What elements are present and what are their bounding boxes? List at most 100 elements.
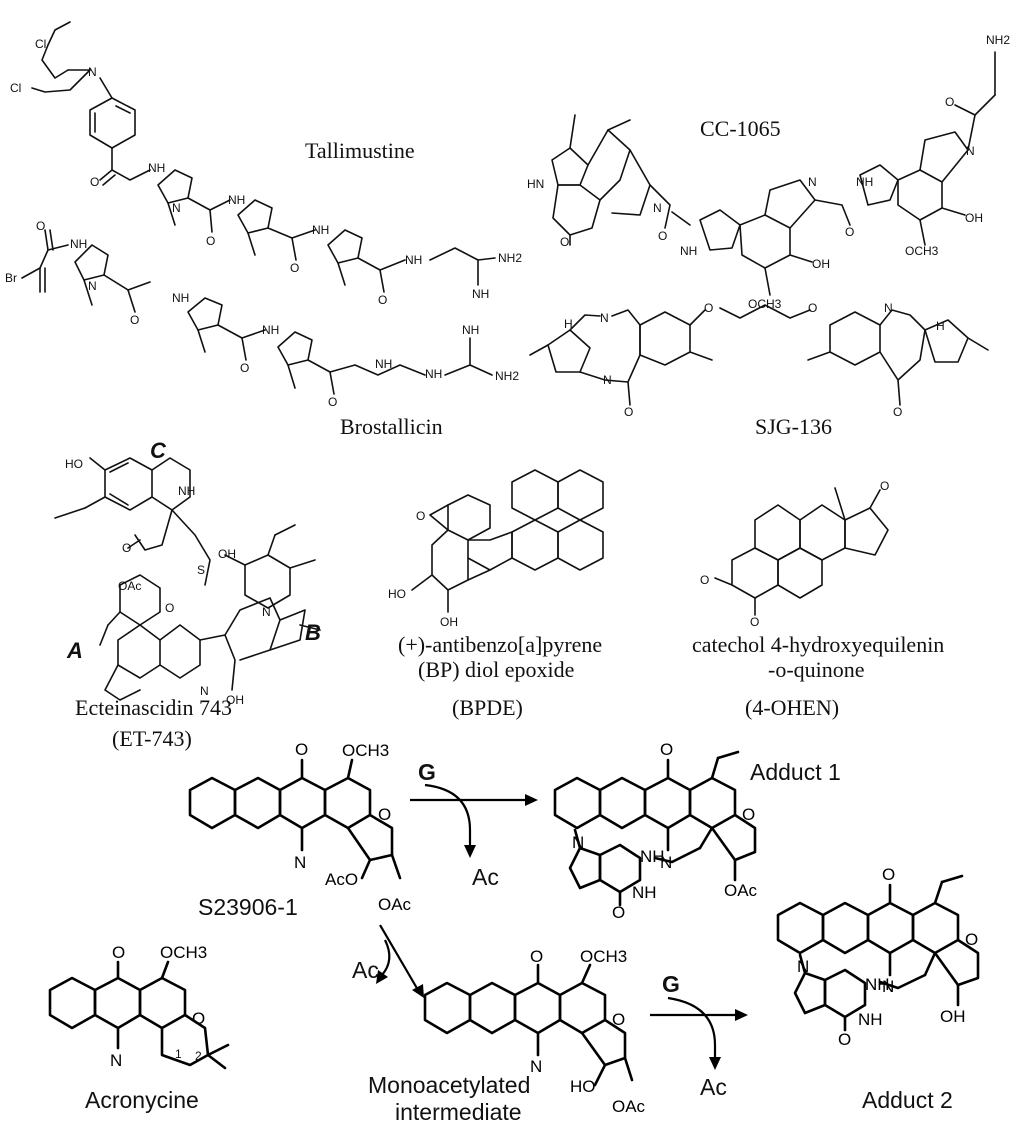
atom-cl-2: Cl <box>10 81 21 95</box>
s23906-label: S23906-1 <box>198 894 298 920</box>
monoacetylated-line1-label: Monoacetylated <box>368 1072 530 1098</box>
atom-ho-et: HO <box>65 457 83 471</box>
atom-nh2-tal: NH2 <box>498 251 522 265</box>
adduct2-structure <box>776 874 980 1032</box>
reagent-g-1: G <box>418 759 436 785</box>
atom-oac-add1: OAc <box>724 881 758 900</box>
atom-oh-et-1: OH <box>218 547 236 561</box>
atom-o-bro-2: O <box>240 361 249 375</box>
atom-o-cc-3: O <box>845 225 854 239</box>
atom-ho-bpde: HO <box>388 587 406 601</box>
atom-nh-add2-guan: NH <box>858 1010 883 1029</box>
bpde-line2-label: (BP) diol epoxide <box>418 657 574 682</box>
acronycine-label: Acronycine <box>85 1087 199 1113</box>
atom-n-add1: N <box>660 853 672 872</box>
monoacetylated-line2-label: intermediate <box>395 1099 522 1125</box>
atom-o-ohen-2: O <box>750 615 759 629</box>
atom-o-add1-ring: O <box>742 805 755 824</box>
atom-o-bro-1: O <box>130 313 139 327</box>
atom-oh-cc-1: OH <box>812 257 830 271</box>
cc1065-structure <box>551 94 996 296</box>
reagent-ac-2: Ac <box>352 957 379 983</box>
atom-n-cc-2: N <box>808 175 817 189</box>
atom-hn-cc: HN <box>527 177 544 191</box>
monoacetylated-structure <box>423 963 634 1087</box>
atom-o-mono-ring: O <box>612 1010 625 1029</box>
atom-nh-3: NH <box>312 223 329 237</box>
atom-o-sjg-2: O <box>704 301 713 315</box>
atom-o-mono: O <box>530 947 543 966</box>
atom-o-add1-guan: O <box>612 903 625 922</box>
reaction-arrow-to-adduct1[interactable] <box>410 783 538 858</box>
ohen-abbr-label: (4-OHEN) <box>745 695 839 720</box>
atom-n-add1-guan: N <box>572 833 584 852</box>
atom-nh2-bro: NH2 <box>495 369 519 383</box>
tallimustine-structure <box>31 21 496 293</box>
atom-nh-bro-1: NH <box>70 237 87 251</box>
adduct2-label: Adduct 2 <box>862 1087 953 1113</box>
atom-n-et-2: N <box>262 605 271 619</box>
atom-br: Br <box>5 271 17 285</box>
brostallicin-label: Brostallicin <box>340 414 443 439</box>
atom-oh-add2: OH <box>940 1007 966 1026</box>
atom-s-et: S <box>197 563 205 577</box>
ring-c-label: C <box>150 438 167 463</box>
atom-oh-et-2: OH <box>226 693 244 707</box>
atom-och3-cc-1: OCH3 <box>748 297 782 311</box>
reaction-arrow-to-adduct2[interactable] <box>650 996 748 1070</box>
brostallicin-structure <box>21 229 493 395</box>
atom-o-et-2: O <box>165 601 174 615</box>
atom-n-add2: N <box>882 977 894 996</box>
atom-nh-cc-1: NH <box>680 244 697 258</box>
atom-nh-add1-guan: NH <box>632 883 657 902</box>
et743-name-label: Ecteinascidin 743 <box>75 695 232 720</box>
atom-n-cc-1: N <box>653 201 662 215</box>
s23906-structure <box>188 758 402 880</box>
atom-o-sjg-1: O <box>624 405 633 419</box>
atom-o-cc-2: O <box>658 229 667 243</box>
reagent-ac-3: Ac <box>700 1074 727 1100</box>
atom-2-acr: 2 <box>195 1049 202 1063</box>
et743-structure <box>54 457 321 701</box>
atom-nh-bro-4: NH <box>375 357 392 371</box>
ohen-structure <box>714 487 889 616</box>
atom-o-amide: O <box>90 175 99 189</box>
atom-nh-et: NH <box>178 484 195 498</box>
atom-nh-cc-2: NH <box>856 175 873 189</box>
atom-o-2: O <box>206 234 215 248</box>
atom-o-4: O <box>378 293 387 307</box>
atom-o-bro-3: O <box>328 395 337 409</box>
cc1065-label: CC-1065 <box>700 116 781 141</box>
atom-o-acr: O <box>112 943 125 962</box>
atom-oac-mono: OAc <box>612 1097 646 1116</box>
atom-o-add2-ring: O <box>965 930 978 949</box>
atom-o-sjg-3: O <box>808 301 817 315</box>
atom-n-mono: N <box>530 1057 542 1076</box>
atom-och3-s23: OCH3 <box>342 741 389 760</box>
ring-b-label: B <box>305 620 321 645</box>
atom-oac-s23: OAc <box>378 895 412 914</box>
ohen-line2-label: -o-quinone <box>768 657 865 682</box>
atom-n-sjg-1: N <box>600 311 609 325</box>
atom-o-acr-ring: O <box>192 1009 205 1028</box>
atom-nh-bro-6: NH <box>462 323 479 337</box>
atom-o-s23-ring: O <box>378 805 391 824</box>
atom-h-sjg-1: H <box>564 317 573 331</box>
atom-och3-mono: OCH3 <box>580 947 627 966</box>
sjg136-structure <box>529 304 989 406</box>
atom-oh-cc-2: OH <box>965 211 983 225</box>
atom-oac-et: OAc <box>118 579 141 593</box>
atom-n-s23: N <box>294 853 306 872</box>
atom-o-ohen-3: O <box>880 479 889 493</box>
atom-n-bro-1: N <box>88 279 97 293</box>
atom-nh-bro-2: NH <box>172 291 189 305</box>
atom-o-cc-4: O <box>945 95 954 109</box>
atom-o-bro: O <box>36 219 45 233</box>
ring-a-label: A <box>66 638 83 663</box>
atom-o-ohen-1: O <box>700 573 709 587</box>
reaction-arrow-to-monoacetylated[interactable] <box>376 924 424 998</box>
atom-nh-bro-5: NH <box>425 367 442 381</box>
adduct1-label: Adduct 1 <box>750 759 841 785</box>
